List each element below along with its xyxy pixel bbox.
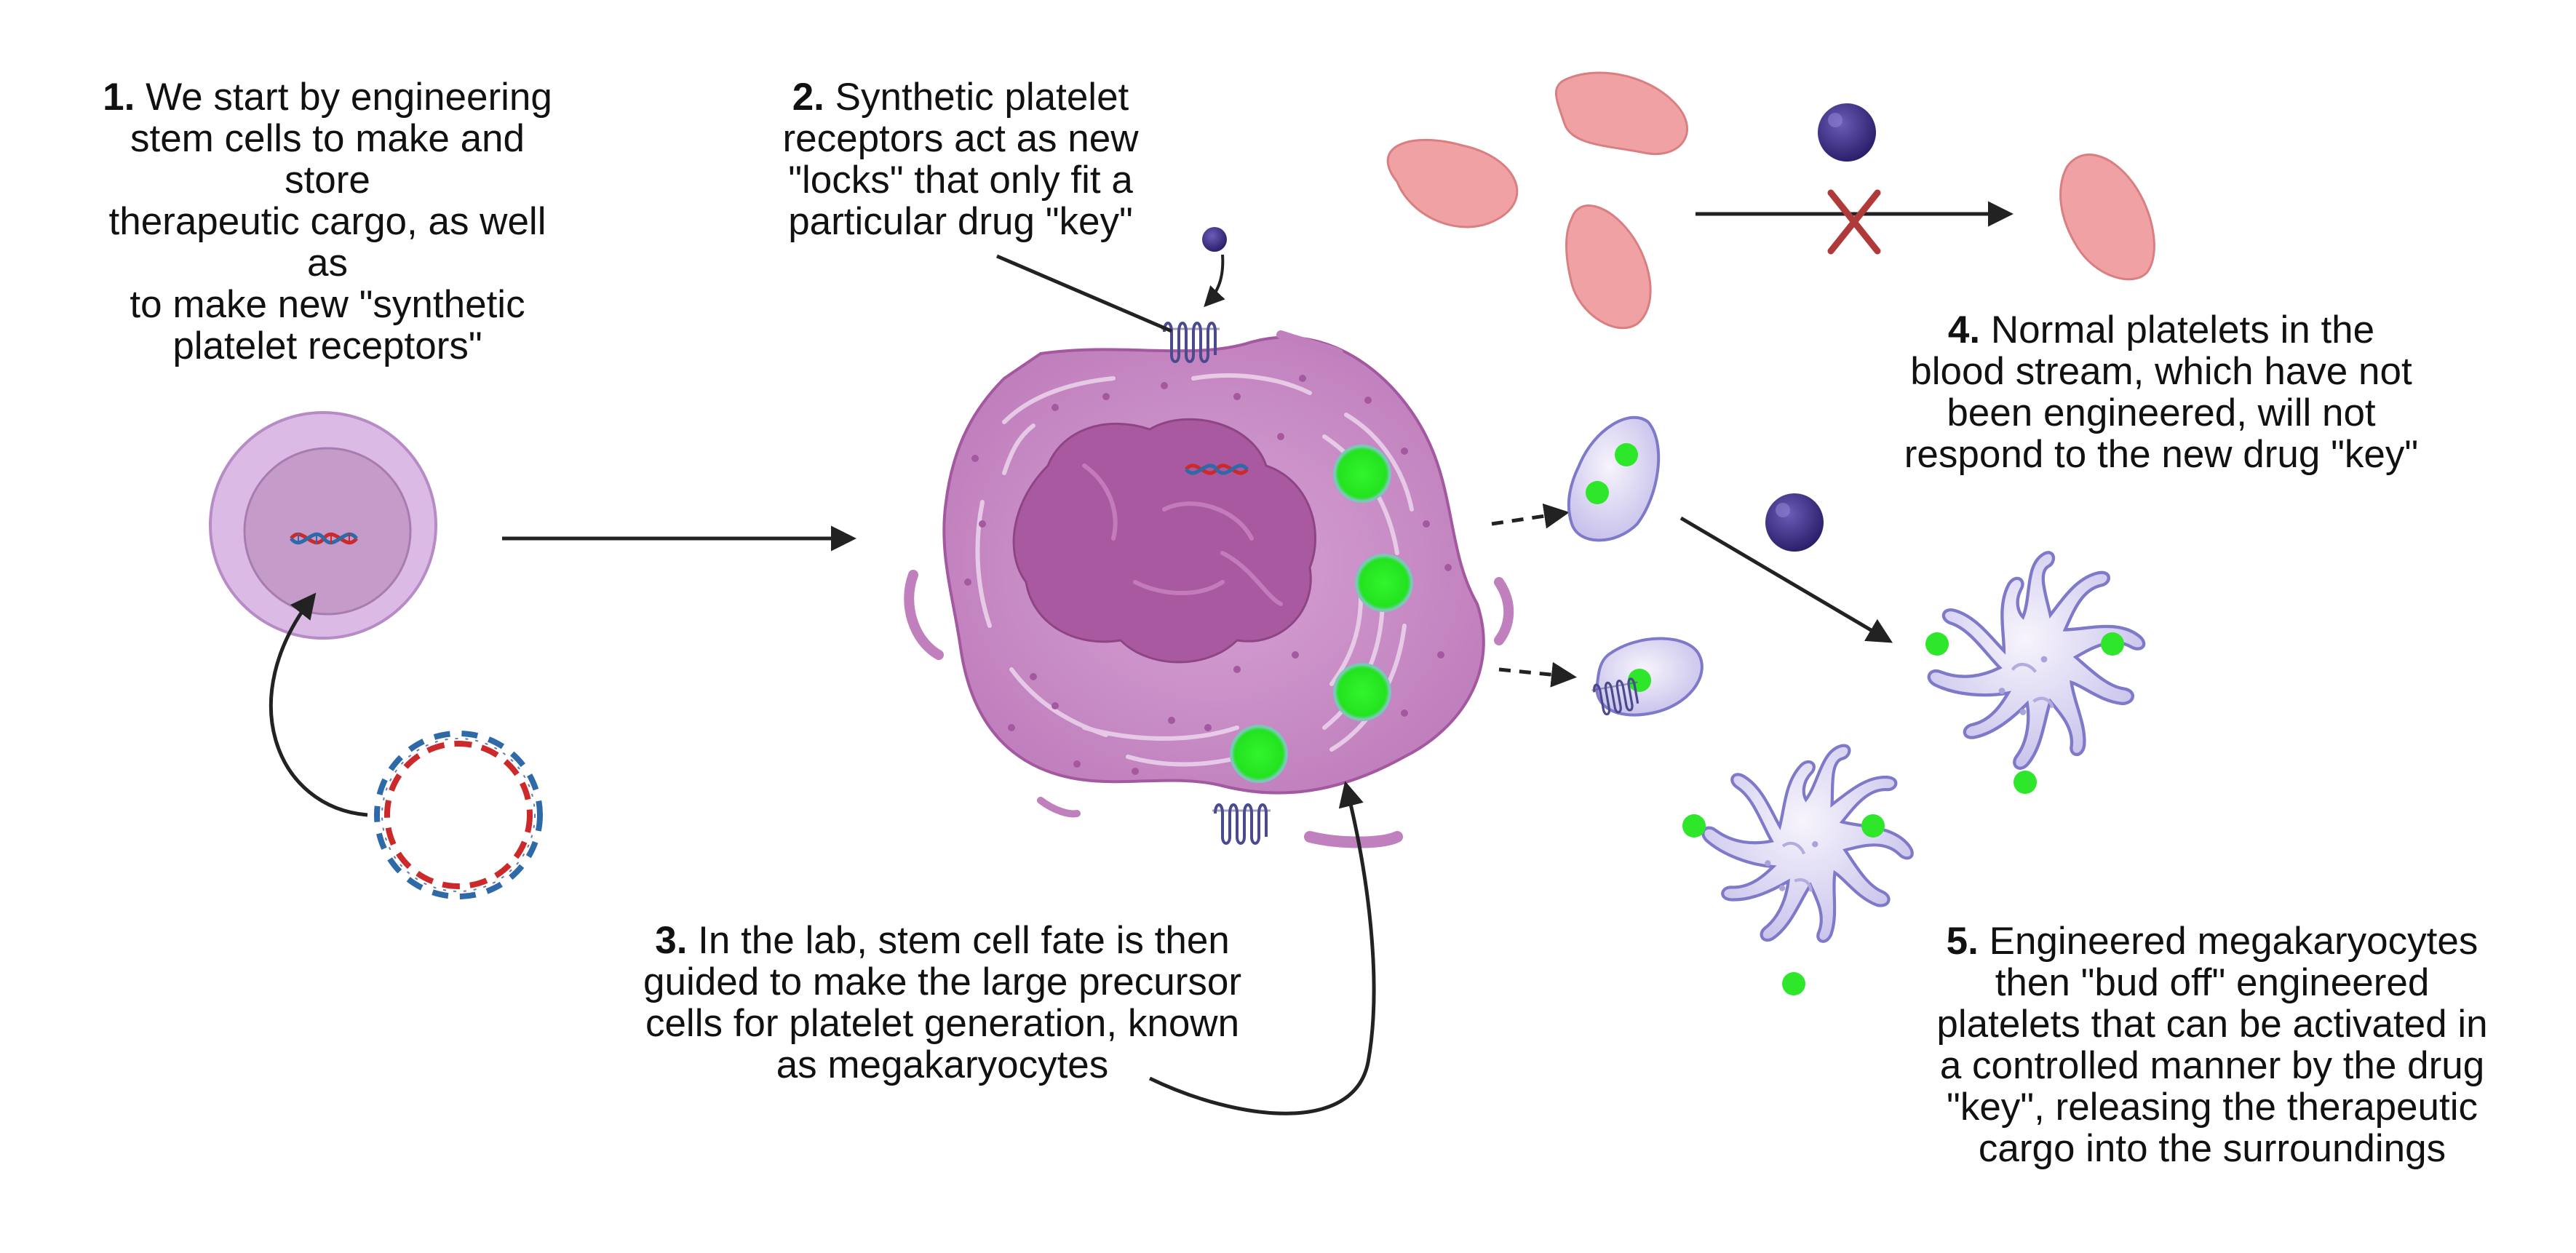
caption-line: Normal platelets in the	[1990, 309, 2375, 351]
activation-arrow	[1679, 516, 1893, 643]
caption-line: In the lab, stem cell fate is then	[698, 919, 1230, 962]
caption-line: Engineered megakaryocytes	[1989, 920, 2478, 963]
normal-platelets	[1386, 71, 2155, 330]
blocked-x-icon	[1827, 189, 1881, 255]
engineered-platelet	[1589, 637, 1704, 717]
step-4-caption: 4. Normal platelets in the blood stream,…	[1885, 309, 2438, 475]
drug-key-icon	[1765, 493, 1824, 552]
step-number: 5.	[1946, 920, 1979, 963]
drug-key-icon	[1202, 227, 1227, 252]
caption-line: stem cells to make and store	[130, 117, 525, 202]
released-cargo	[1925, 632, 2124, 794]
step-number: 1.	[103, 76, 135, 119]
megakaryocyte	[904, 322, 1514, 848]
caption-line: platelets that can be activated in	[1936, 1003, 2488, 1046]
step-3-caption: 3. In the lab, stem cell fate is then gu…	[597, 920, 1288, 1086]
dna-icon	[290, 532, 358, 545]
pointer-line	[996, 254, 1172, 333]
step-number: 4.	[1947, 309, 1981, 351]
stem-cell	[209, 411, 437, 640]
caption-line: receptors act as new	[782, 117, 1139, 160]
caption-line: as megakaryocytes	[776, 1043, 1109, 1086]
caption-line: to make new "synthetic	[130, 283, 525, 326]
bud-off-arrow	[1498, 661, 1577, 688]
bud-off-arrow	[1491, 503, 1570, 529]
step-5-caption: 5. Engineered megakaryocytes then "bud o…	[1885, 920, 2540, 1169]
caption-line: been engineered, will not	[1947, 391, 2376, 434]
synthetic-receptor-icon	[1211, 803, 1272, 845]
dna-icon	[1185, 464, 1249, 475]
caption-line: a controlled manner by the drug	[1939, 1044, 2485, 1087]
caption-line: guided to make the large precursor	[643, 960, 1241, 1003]
released-cargo	[1682, 814, 1885, 995]
pointer-arrow	[1148, 781, 1376, 1115]
step-2-caption: 2. Synthetic platelet receptors act as n…	[742, 76, 1179, 242]
step-number: 2.	[792, 76, 824, 119]
caption-line: platelet receptors"	[172, 325, 482, 367]
caption-line: "locks" that only fit a	[788, 159, 1133, 202]
plasmid-dna-ring	[374, 731, 543, 899]
caption-line: Synthetic platelet	[835, 76, 1129, 119]
step-1-caption: 1. We start by engineering stem cells to…	[102, 76, 553, 367]
activated-platelet	[1929, 552, 2144, 768]
caption-line: blood stream, which have not	[1910, 350, 2412, 393]
cargo-granule	[1230, 445, 1413, 783]
key-binding-arrow	[1204, 254, 1225, 308]
drug-key-icon	[1818, 103, 1876, 162]
insert-arrow	[269, 592, 368, 817]
caption-line: respond to the new drug "key"	[1904, 433, 2419, 476]
step-number: 3.	[655, 919, 688, 962]
caption-line: We start by engineering	[146, 76, 552, 119]
caption-line: particular drug "key"	[788, 200, 1133, 243]
megakaryocyte-nucleus	[1012, 418, 1316, 664]
caption-line: "key", releasing the therapeutic	[1947, 1086, 2478, 1129]
caption-line: cargo into the surroundings	[1978, 1127, 2446, 1170]
caption-line: cells for platelet generation, known	[645, 1002, 1240, 1045]
engineered-platelet	[1567, 415, 1661, 542]
caption-line: then "bud off" engineered	[1995, 961, 2430, 1004]
caption-line: therapeutic cargo, as well as	[108, 200, 546, 285]
